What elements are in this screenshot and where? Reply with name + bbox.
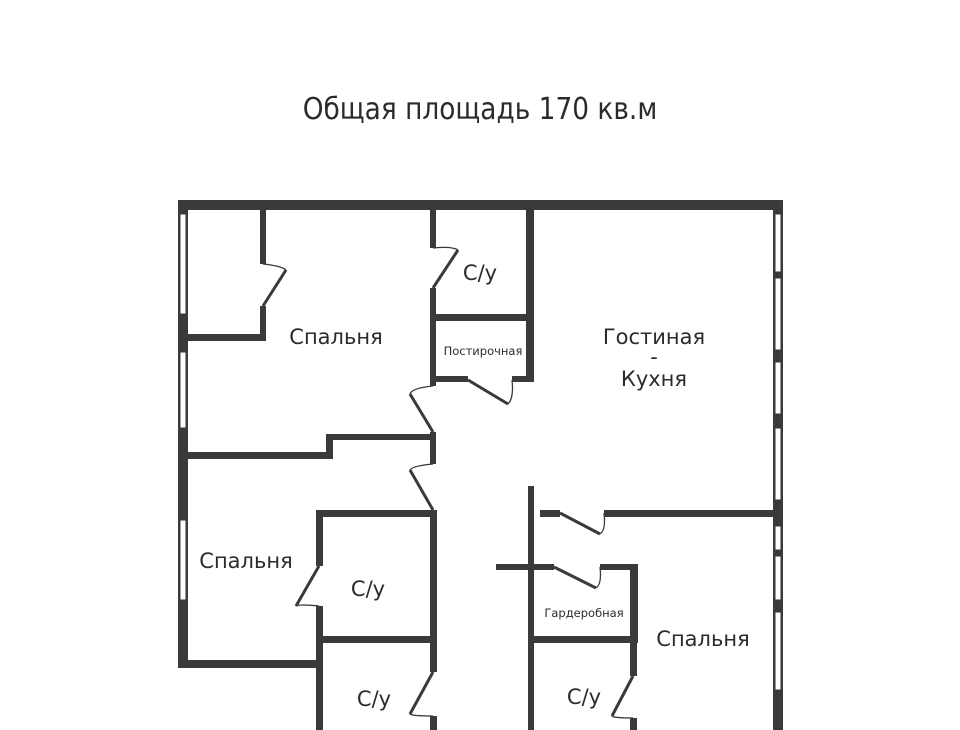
wall-laundry-top: [430, 314, 534, 321]
wall-step-top: [326, 434, 436, 440]
wall-step-vertical: [326, 434, 333, 459]
wall-laundry-bottom-a: [430, 376, 468, 382]
wall-wardrobe-right: [630, 564, 638, 638]
wall-laundry-bottom-b: [512, 376, 534, 382]
wall-col-b-top: [528, 486, 534, 730]
room-label-living-line2: -: [650, 345, 658, 369]
room-label-wc-bottom-left: С/у: [357, 687, 391, 711]
window-right-6: [774, 555, 782, 601]
window-left-1: [179, 213, 187, 315]
wall-wardrobe-top-b: [600, 564, 638, 570]
wall-col-a-mid: [430, 288, 436, 386]
window-left-3: [179, 519, 187, 601]
wall-wc-mid-top: [316, 510, 436, 517]
window-right-5: [774, 525, 782, 551]
wall-wardrobe-bottom: [528, 636, 638, 643]
wall-bedroom-right-top-b: [604, 510, 777, 517]
wall-col-a-bottom: [430, 510, 437, 672]
door-laundry: [467, 378, 509, 406]
wall-bedroom-top-bottom: [178, 452, 332, 459]
window-right-2: [774, 277, 782, 351]
door-bedroom-right: [559, 511, 601, 536]
wall-col-a-low: [430, 432, 436, 464]
room-label-wc-top: С/у: [463, 261, 497, 285]
room-label-bedroom-top: Спальня: [289, 325, 382, 349]
room-label-wardrobe: Гардеробная: [544, 606, 623, 620]
wall-col-a-tail: [430, 716, 437, 730]
room-label-living-line3: Кухня: [621, 367, 687, 391]
wall-wc-mid-left-top: [316, 510, 323, 566]
window-right-1: [774, 213, 782, 273]
wall-wc-br-right-bottom: [630, 718, 637, 730]
door-bedroom-top: [408, 393, 435, 433]
door-wc-top: [431, 249, 460, 289]
windows: [179, 213, 782, 691]
outer-wall-left: [178, 200, 188, 668]
closet-wall-bottom: [178, 334, 266, 341]
wall-wc-br-right-top: [630, 636, 637, 676]
door-wardrobe: [553, 565, 597, 590]
wall-bedroom-right-top-a: [540, 510, 560, 517]
room-label-bedroom-right: Спальня: [656, 627, 749, 651]
wall-wc-top-right: [526, 206, 534, 382]
room-labels: Спальня С/у Постирочная Гостиная - Кухня…: [199, 261, 749, 711]
outer-wall-top: [178, 200, 783, 210]
interior-walls: [178, 206, 777, 730]
room-label-living-line1: Гостиная: [603, 325, 705, 349]
door-wc-mid: [294, 565, 321, 607]
window-right-3: [774, 361, 782, 415]
closet-wall-right: [260, 206, 266, 264]
plan-title: Общая площадь 170 кв.м: [302, 92, 658, 127]
closet-wall-right-low: [260, 306, 266, 340]
wall-bedroom-left-bottom: [178, 660, 323, 668]
window-right-4: [774, 427, 782, 501]
doors: [261, 246, 635, 719]
door-corridor-left: [408, 469, 435, 511]
wall-col-a-top: [430, 206, 436, 248]
room-label-bedroom-left: Спальня: [199, 549, 292, 573]
window-right-7: [774, 611, 782, 691]
door-wc-bl: [408, 671, 435, 715]
window-left-2: [179, 351, 187, 429]
wall-stub-left: [496, 564, 554, 570]
room-label-laundry: Постирочная: [444, 344, 523, 358]
door-wc-br: [610, 675, 635, 717]
door-closet: [261, 269, 288, 307]
wall-wc-mid-bottom: [316, 636, 436, 643]
room-label-wc-bottom-right: С/у: [567, 685, 601, 709]
room-label-wc-middle: С/у: [351, 577, 385, 601]
